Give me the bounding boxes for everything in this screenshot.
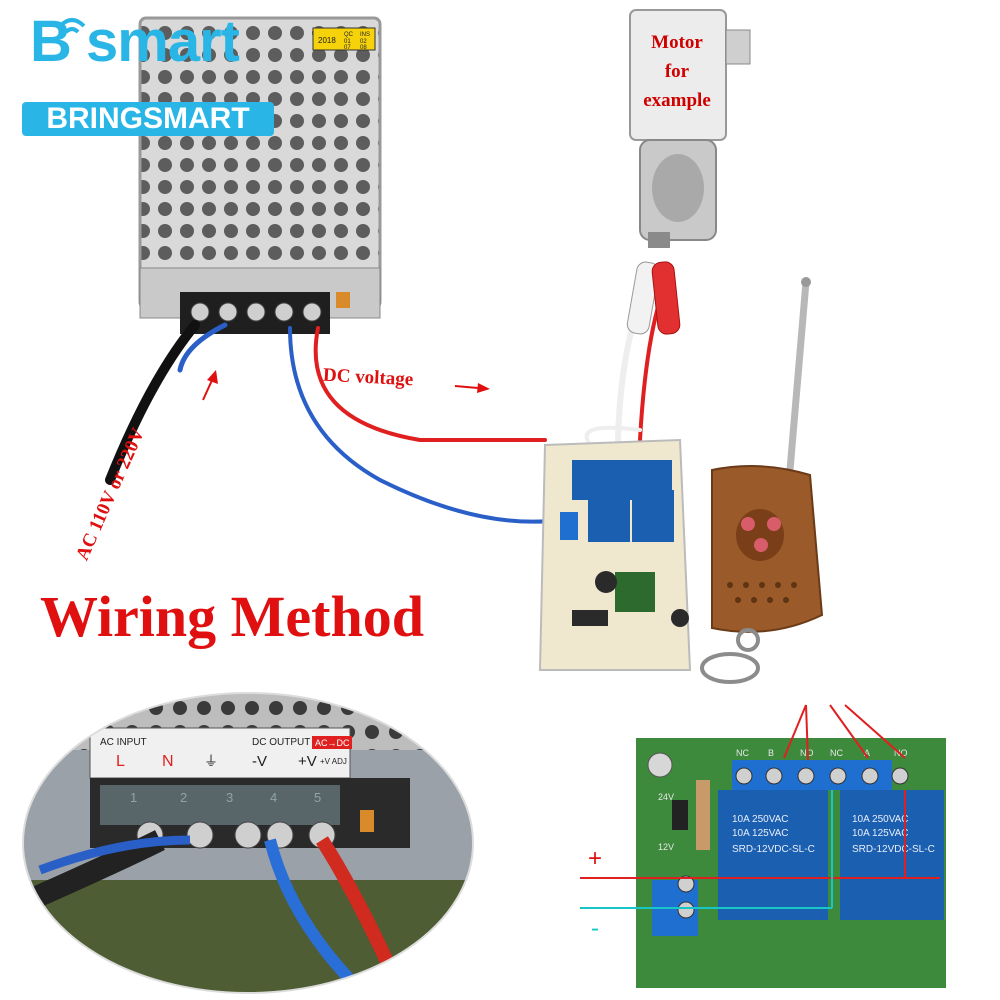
wires (105, 262, 664, 524)
power-supply: 2018 QC INS 01 02 07 08 (138, 16, 382, 334)
svg-text:10A 250VAC: 10A 250VAC (732, 814, 789, 825)
svg-text:SRD-12VDC-SL-C: SRD-12VDC-SL-C (732, 844, 815, 855)
remote-button-b (767, 517, 781, 531)
minus-sign: - (591, 915, 599, 942)
year-text: 2018 (318, 36, 336, 45)
svg-text:02: 02 (360, 39, 367, 45)
svg-text:SRD-12VDC-SL-C: SRD-12VDC-SL-C (852, 844, 935, 855)
ac-input-label: AC INPUT (100, 737, 147, 748)
wifi-logo-icon (58, 18, 86, 34)
svg-text:NC: NC (830, 748, 843, 758)
svg-text:1: 1 (130, 790, 137, 805)
svg-text:10A 125VAC: 10A 125VAC (732, 828, 789, 839)
svg-text:A: A (864, 748, 870, 758)
remote-button-c (754, 538, 768, 552)
svg-text:INS: INS (360, 32, 370, 38)
svg-text:N: N (162, 753, 174, 770)
svg-text:+V: +V (298, 753, 317, 770)
svg-text:5: 5 (314, 790, 321, 805)
svg-text:10A 125VAC: 10A 125VAC (852, 828, 909, 839)
relay-wiring-lines (580, 704, 940, 909)
ac-dc-badge: AC→DC (315, 738, 350, 748)
svg-text:07: 07 (344, 45, 351, 51)
remote-button-a (741, 517, 755, 531)
motor-label-line: for (664, 61, 690, 82)
motor-label-line: example (643, 90, 711, 111)
motor-label-line: Motor (651, 32, 703, 53)
svg-text:08: 08 (360, 45, 367, 51)
remote-control (700, 465, 824, 684)
plus-sign: + (588, 845, 602, 872)
svg-text:+V ADJ: +V ADJ (320, 757, 347, 766)
svg-text:24V: 24V (658, 792, 674, 802)
motor-label: Motor for example (634, 28, 720, 115)
svg-text:NC: NC (736, 748, 749, 758)
svg-text:10A 250VAC: 10A 250VAC (852, 814, 909, 825)
motor (629, 9, 751, 248)
antenna (786, 277, 811, 474)
alligator-clips (626, 261, 681, 335)
ac-input-arrow-icon (202, 370, 218, 401)
svg-text:L: L (116, 753, 125, 770)
svg-text:B: B (768, 748, 774, 758)
dc-voltage-label: DC voltage (322, 364, 414, 391)
svg-text:4: 4 (270, 790, 277, 805)
dc-voltage-arrow-icon (454, 383, 490, 393)
relay-receiver-board (538, 438, 692, 671)
svg-text:⏚: ⏚ (204, 754, 218, 770)
svg-text:2: 2 (180, 790, 187, 805)
svg-text:QC: QC (344, 32, 354, 38)
brand-logo: B smart (30, 9, 240, 74)
wiring-method-title: Wiring Method (40, 584, 424, 649)
brand-subtitle: BRINGSMART (22, 102, 274, 136)
svg-text:01: 01 (344, 39, 351, 45)
qc-label: 2018 QC INS 01 02 07 08 (312, 27, 376, 51)
relay-closeup: NC B NO NC A NO 24V 12V 10A 250VAC 10A 1… (636, 738, 946, 988)
dc-output-label: DC OUTPUT (252, 737, 310, 748)
svg-text:-V: -V (252, 753, 267, 770)
svg-text:12V: 12V (658, 842, 674, 852)
svg-text:3: 3 (226, 790, 233, 805)
